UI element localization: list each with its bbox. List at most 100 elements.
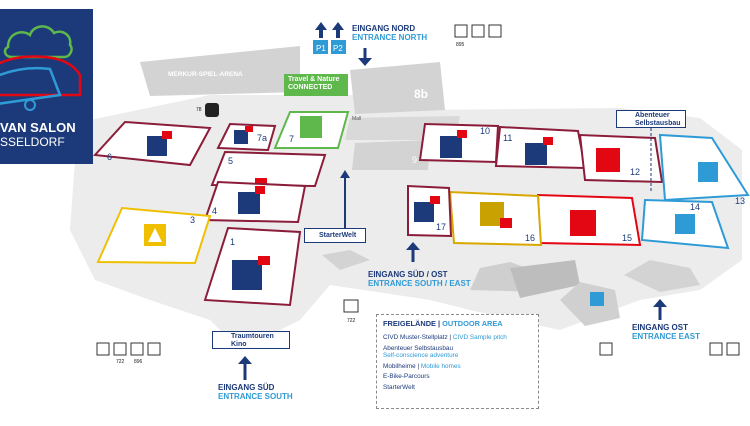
legend-item-3[interactable]: E-Bike-Parcours <box>383 373 532 381</box>
bus-icon-br-3 <box>726 342 740 356</box>
adventure-callout[interactable]: Abenteuer Selbstausbau <box>616 110 686 128</box>
south-east-entrance-en: ENTRANCE SOUTH / EAST <box>368 279 471 288</box>
hall-8b-label: 8b <box>414 87 428 101</box>
east-entrance-en: ENTRANCE EAST <box>632 332 701 341</box>
legend-title-de: FREIGELÄNDE <box>383 319 436 328</box>
p2-label: P2 <box>333 44 343 53</box>
hall-11-number: 11 <box>503 133 512 143</box>
cloud-icon <box>3 25 73 59</box>
hall-15-van-icon <box>570 210 596 236</box>
south-entrance-en: ENTRANCE SOUTH <box>218 392 293 401</box>
traumtouren-callout[interactable]: Traumtouren Kino <box>212 331 290 349</box>
logo[interactable]: VAN SALON SSELDORF <box>0 9 93 164</box>
adventure-line-1: Abenteuer <box>635 112 670 119</box>
merkur-arena <box>140 46 300 96</box>
hall-13-smartphone-icon <box>698 162 718 182</box>
caravan-outline-icon <box>0 55 82 97</box>
legend-item-2-en: Mobile homes <box>420 362 461 370</box>
travel-nature-line-2: CONNECTED <box>288 84 333 91</box>
car-icon-bl <box>147 342 161 356</box>
bus-icon-top-2 <box>471 24 485 38</box>
mall-label: Mall <box>352 116 361 122</box>
p2-parking-icon <box>331 40 346 54</box>
hall-15-number: 15 <box>622 233 632 243</box>
bus-icon-br-1 <box>599 342 613 356</box>
legend-item-1-de: Abenteuer Selbstausbau <box>383 344 453 352</box>
hall-17-number: 17 <box>436 222 446 232</box>
up-arrow-p1 <box>315 22 327 30</box>
hall-3-number: 3 <box>190 215 195 225</box>
bus-icon-bl-2 <box>113 342 127 356</box>
hall-7-number: 7 <box>289 134 294 144</box>
logo-line-2: SSELDORF <box>0 135 65 149</box>
van-outline-icon <box>0 66 62 105</box>
south-east-entrance-de: EINGANG SÜD / OST <box>368 270 448 279</box>
legend-item-3-de: E-Bike-Parcours <box>383 373 430 381</box>
hall-6-caravan-icon <box>147 136 167 156</box>
east-bus-icon <box>590 292 604 306</box>
east-pavilion <box>624 260 700 292</box>
travel-nature-box[interactable]: Travel & Nature CONNECTED <box>284 74 348 96</box>
legend-item-0-de: CIVD Muster-Stellplatz <box>383 334 448 341</box>
car-icon-top-1 <box>488 24 502 38</box>
legend-item-0-en: CIVD Sample pitch <box>452 334 507 341</box>
legend-title: FREIGELÄNDE | OUTDOOR AREA <box>383 319 503 328</box>
legend-item-1[interactable]: Abenteuer Selbstausbau Self-conscience a… <box>383 345 532 360</box>
hall-12 <box>578 133 664 184</box>
p1-parking-icon <box>313 40 328 54</box>
parking-722-number: 722 <box>347 318 356 324</box>
hall-1-number: 1 <box>230 237 235 247</box>
parking-895-number: 895 <box>456 42 465 48</box>
north-entrance-en: ENTRANCE NORTH <box>352 33 428 42</box>
traumtouren-line-1: Traumtouren <box>231 333 274 340</box>
legend-item-2[interactable]: Mobilheime | Mobile homes <box>383 362 461 370</box>
outdoor-area-legend: FREIGELÄNDE | OUTDOOR AREA CIVD Muster-S… <box>376 314 539 409</box>
north-entrance-de: EINGANG NORD <box>352 24 416 33</box>
up-arrow-p2 <box>332 22 344 30</box>
hall-10-caravan-icon <box>440 136 462 158</box>
starterwelt-label: StarterWelt <box>319 232 357 239</box>
hall-8b-building <box>350 62 445 114</box>
east-entrance-label: EINGANG OST ENTRANCE EAST <box>632 323 700 341</box>
parking-78-number: 78 <box>196 107 202 113</box>
hall-6-number: 6 <box>107 152 112 162</box>
legend-item-0[interactable]: CIVD Muster-Stellplatz | CIVD Sample pit… <box>383 334 507 341</box>
hall-12-number: 12 <box>630 167 640 177</box>
legend-title-en: OUTDOOR AREA <box>442 319 503 328</box>
hall-9-label: 9 <box>412 155 417 165</box>
bus-icon-br-2 <box>709 342 723 356</box>
logo-line-1: VAN SALON <box>0 120 76 135</box>
pin-78-icon <box>205 103 219 117</box>
legend-item-1-en: Self-conscience adventure <box>383 352 459 360</box>
hall-9-building <box>352 140 430 170</box>
hall-4-number: 4 <box>212 206 217 216</box>
hall-17-caravan-icon <box>414 202 434 222</box>
bus-icon-bl-1 <box>96 342 110 356</box>
hall-7a-number: 7a <box>257 133 267 143</box>
hall-14-smartphone-icon <box>675 214 695 234</box>
hall-10-number: 10 <box>480 126 490 136</box>
adventure-line-2: Selbstausbau <box>635 120 681 127</box>
legend-item-2-de: Mobilheime <box>383 362 416 370</box>
bus-722-icon <box>343 299 359 313</box>
starterwelt-callout[interactable]: StarterWelt <box>304 228 366 243</box>
south-east-entrance-label: EINGANG SÜD / OST ENTRANCE SOUTH / EAST <box>368 270 471 288</box>
hall-5-number: 5 <box>228 156 233 166</box>
travel-nature-line-1: Travel & Nature <box>288 76 340 83</box>
east-entrance-de: EINGANG OST <box>632 323 689 332</box>
legend-item-4-de: StarterWelt <box>383 383 415 391</box>
hall-4-caravan-icon <box>238 192 260 214</box>
p1-label: P1 <box>316 44 326 53</box>
legend-item-4[interactable]: StarterWelt <box>383 384 532 392</box>
parking-896-number-bl: 896 <box>134 359 143 365</box>
hall-11-caravan-icon <box>525 143 547 165</box>
hall-12-van-icon <box>596 148 620 172</box>
annex-building <box>510 260 580 298</box>
stair-structure <box>322 250 370 270</box>
hall-16-number: 16 <box>525 233 535 243</box>
south-entrance-de: EINGANG SÜD <box>218 383 275 392</box>
north-entrance-label: EINGANG NORD ENTRANCE NORTH <box>352 24 427 42</box>
bus-icon-top-1 <box>454 24 468 38</box>
traumtouren-line-2: Kino <box>231 341 247 348</box>
